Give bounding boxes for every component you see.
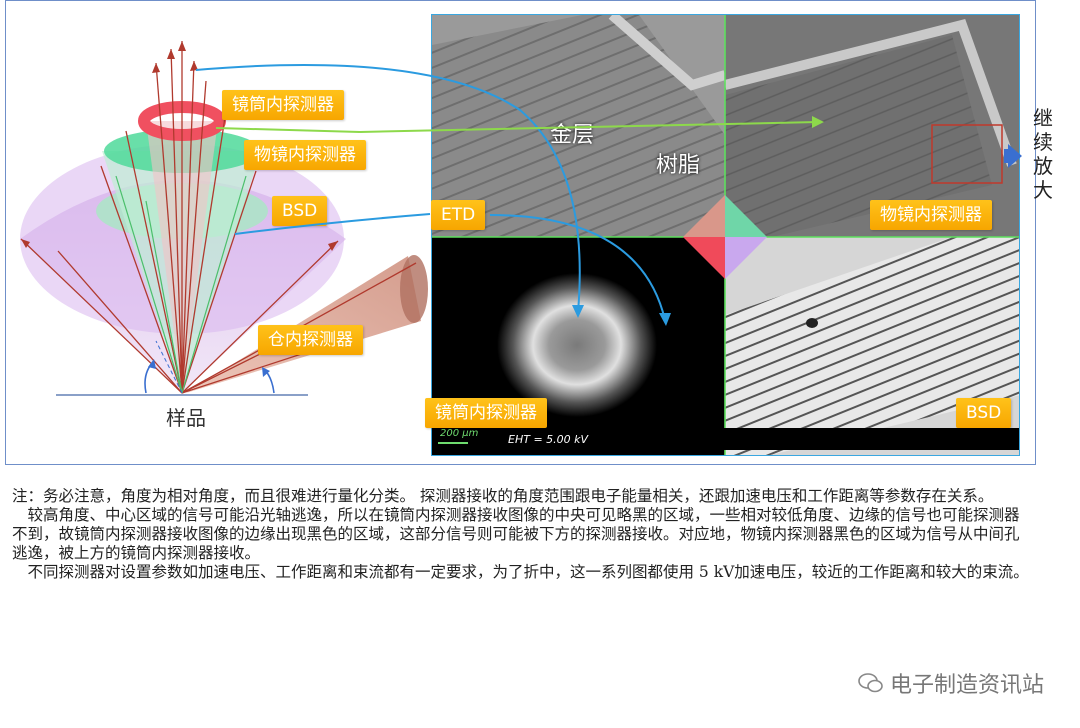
detector-angle-schematic xyxy=(20,41,428,396)
figure-caption: 注：务必注意，角度为相对角度，而且很难进行量化分类。 探测器接收的角度范围跟电子… xyxy=(12,487,1032,582)
scale-line xyxy=(438,442,468,444)
resin-label: 树脂 xyxy=(656,153,701,178)
wechat-icon xyxy=(858,673,883,693)
tag-sem-inlens: 镜筒内探测器 xyxy=(425,398,547,428)
tag-sem-bsd: BSD xyxy=(956,398,1012,428)
watermark: 电子制造资讯站 xyxy=(858,667,1044,699)
tag-sem-objective: 物镜内探测器 xyxy=(870,200,992,230)
scale-text: 200 μm xyxy=(440,428,479,439)
watermark-text: 电子制造资讯站 xyxy=(889,673,1044,698)
caption-paragraph-3: 不同探测器对设置参数如加速电压、工作距离和束流都有一定要求，为了折中，这一系列图… xyxy=(12,563,1029,581)
sem-image-grid: 金层 树脂 xyxy=(431,14,1020,456)
eht-text: EHT = 5.00 kV xyxy=(508,433,589,446)
sample-label: 样品 xyxy=(166,406,206,430)
tag-objective: 物镜内探测器 xyxy=(244,140,366,170)
tag-chamber: 仓内探测器 xyxy=(258,325,363,355)
caption-paragraph-1: 注：务必注意，角度为相对角度，而且很难进行量化分类。 探测器接收的角度范围跟电子… xyxy=(12,487,994,505)
caption-paragraph-2: 较高角度、中心区域的信号可能沿光轴逃逸，所以在镜筒内探测器接收图像的中央可见略黑… xyxy=(12,506,1020,562)
sem-images xyxy=(432,15,1019,455)
gold-layer-label: 金层 xyxy=(550,123,595,148)
tag-bsd: BSD xyxy=(272,196,328,226)
tag-etd: ETD xyxy=(431,200,486,230)
sem-info-bar: 200 μm EHT = 5.00 kV xyxy=(432,428,1019,450)
tag-inlens-top: 镜筒内探测器 xyxy=(222,90,344,120)
continue-zoom-label: 继续放大 xyxy=(1033,106,1053,202)
